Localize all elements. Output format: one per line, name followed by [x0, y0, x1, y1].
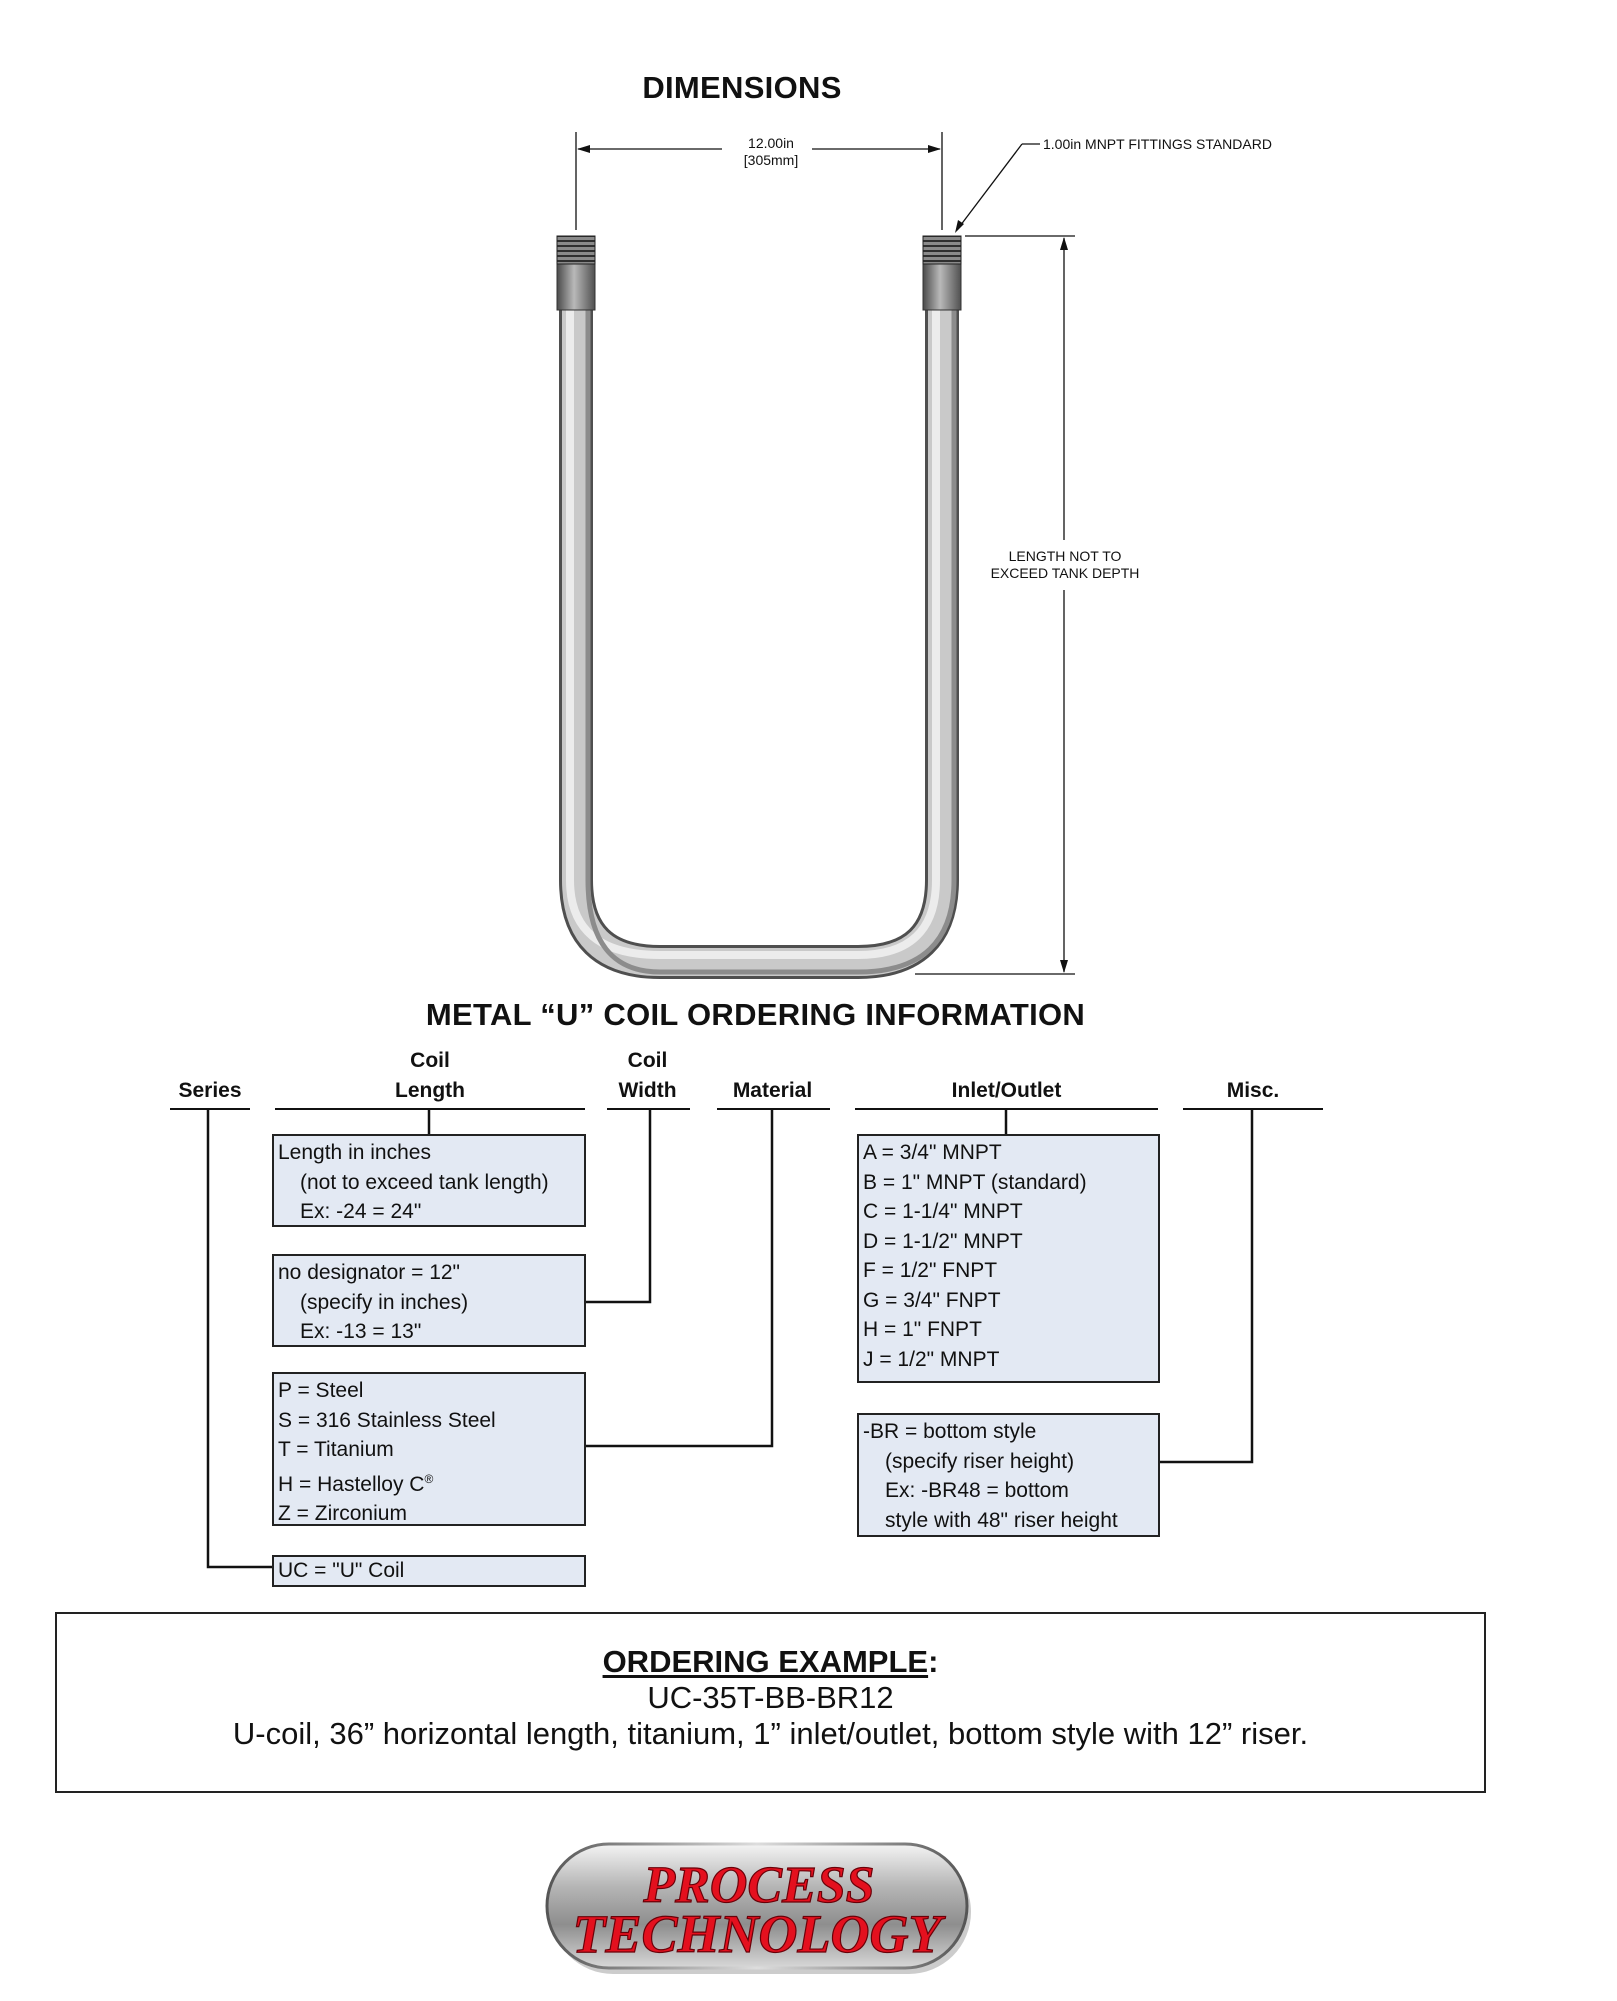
material-hastelloy: H = Hastelloy C® [278, 1465, 584, 1500]
ordering-example-colon: : [928, 1644, 939, 1679]
col-material: Material [732, 1079, 813, 1102]
u-coil-drawing [556, 132, 1075, 979]
col-coil-length-1: Coil [410, 1049, 450, 1072]
length-box: Length in inches (not to exceed tank len… [272, 1134, 586, 1227]
ordering-example-code: UC-35T-BB-BR12 [647, 1680, 894, 1715]
width-box-line: Ex: -13 = 13" [300, 1320, 422, 1343]
logo-line1: PROCESS [642, 1857, 874, 1914]
length-note-line2: EXCEED TANK DEPTH [990, 565, 1140, 581]
inlet-option: H = 1" FNPT [863, 1318, 982, 1341]
misc-box-line: (specify riser height) [885, 1449, 1075, 1473]
dimensions-title: DIMENSIONS [642, 70, 842, 105]
misc-box-line: -BR = bottom style [863, 1420, 1037, 1443]
length-note: LENGTH NOT TO EXCEED TANK DEPTH [980, 548, 1150, 582]
logo-line2: TECHNOLOGY [573, 1904, 947, 1964]
col-coil-width-1: Coil [627, 1049, 668, 1072]
material-stainless: S = 316 Stainless Steel [278, 1408, 496, 1432]
connector-lines [206, 1109, 1254, 1569]
material-steel: P = Steel [278, 1379, 364, 1402]
inlet-option: G = 3/4" FNPT [863, 1288, 1001, 1312]
length-box-line: Ex: -24 = 24" [300, 1200, 422, 1223]
misc-box: -BR = bottom style (specify riser height… [857, 1413, 1160, 1537]
series-box-line: UC = "U" Coil [278, 1559, 405, 1582]
inlet-option: B = 1" MNPT (standard) [863, 1170, 1087, 1194]
col-inlet-outlet: Inlet/Outlet [951, 1079, 1062, 1102]
ordering-example-panel: ORDERING EXAMPLE: UC-35T-BB-BR12 U-coil,… [55, 1612, 1486, 1793]
inlet-option: A = 3/4" MNPT [863, 1141, 1002, 1164]
inlet-option: C = 1-1/4" MNPT [863, 1200, 1023, 1223]
rule-material [717, 1108, 830, 1110]
process-technology-logo: PROCESS TECHNOLOGY [545, 1842, 971, 1974]
length-box-line: (not to exceed tank length) [300, 1170, 549, 1194]
ordering-example-description: U-coil, 36” horizontal length, titanium,… [232, 1716, 1309, 1751]
rule-coil-width [607, 1108, 690, 1110]
length-note-line1: LENGTH NOT TO [1008, 548, 1122, 564]
width-box: no designator = 12" (specify in inches) … [272, 1254, 586, 1347]
col-coil-length-2: Length [395, 1079, 465, 1102]
width-mm: 305mm [747, 152, 795, 168]
material-titanium: T = Titanium [278, 1438, 394, 1461]
inlet-option: J = 1/2" MNPT [863, 1347, 1000, 1371]
length-box-line: Length in inches [278, 1141, 431, 1164]
ordering-title: METAL “U” COIL ORDERING INFORMATION [425, 997, 1086, 1032]
ordering-example-title: ORDERING EXAMPLE: [57, 1644, 1484, 1680]
width-box-line: no designator = 12" [278, 1261, 461, 1284]
col-coil-width-2: Width [618, 1079, 677, 1102]
width-dimension-label: 12.00in [305mm] [732, 135, 810, 169]
ordering-example-title-text: ORDERING EXAMPLE [602, 1644, 929, 1679]
material-box: P = Steel S = 316 Stainless Steel T = Ti… [272, 1372, 586, 1526]
misc-box-line: style with 48" riser height [885, 1508, 1118, 1532]
inlet-option: F = 1/2" FNPT [863, 1259, 998, 1282]
width-box-line: (specify in inches) [300, 1290, 469, 1314]
col-coil-width: Coil Width [605, 1046, 690, 1106]
series-box: UC = "U" Coil [272, 1555, 586, 1587]
inlet-option: D = 1-1/2" MNPT [863, 1229, 1023, 1253]
registered-mark: ® [424, 1471, 434, 1486]
col-coil-length: Coil Length [275, 1046, 585, 1106]
inlet-outlet-box: A = 3/4" MNPT B = 1" MNPT (standard) C =… [857, 1134, 1160, 1383]
fitting-label: 1.00in MNPT FITTINGS STANDARD [1043, 136, 1272, 152]
rule-series [170, 1108, 250, 1110]
width-inches: 12.00in [748, 135, 794, 151]
material-hastelloy-text: H = Hastelloy C [278, 1472, 425, 1496]
misc-box-line: Ex: -BR48 = bottom [885, 1479, 1069, 1502]
material-zirconium: Z = Zirconium [278, 1502, 407, 1525]
col-series: Series [178, 1079, 242, 1102]
col-misc: Misc. [1226, 1079, 1280, 1102]
